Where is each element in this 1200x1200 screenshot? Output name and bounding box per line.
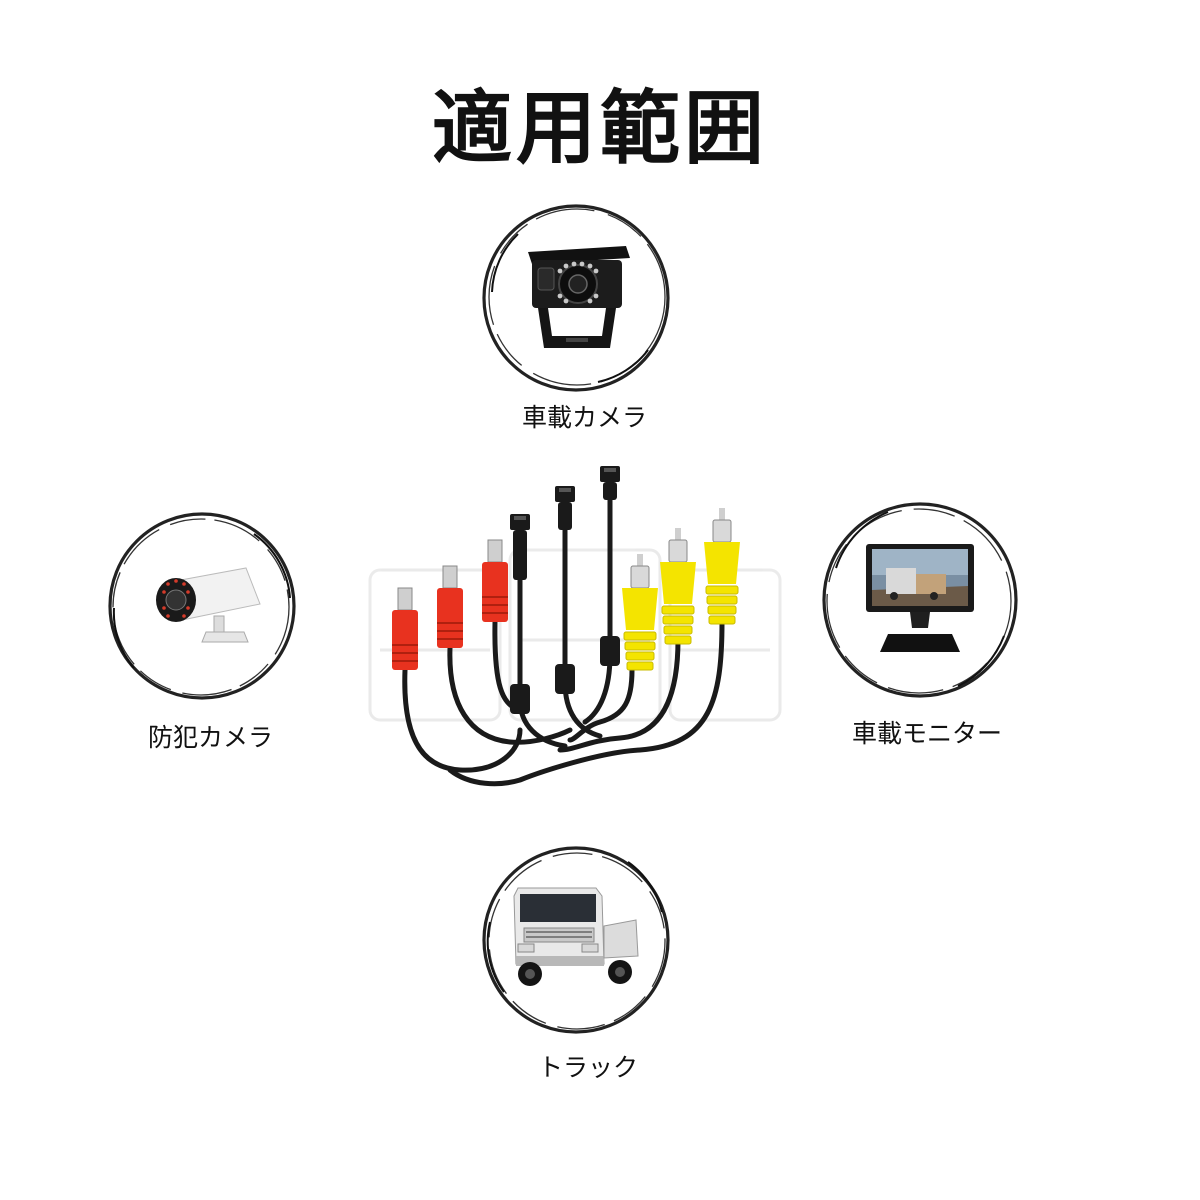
card-vehicle-monitor: [818, 498, 1022, 702]
brush-ring: [108, 512, 296, 700]
card-truck: [478, 842, 674, 1038]
splitter-cable-image: [368, 466, 782, 787]
card-security-camera: [104, 508, 300, 704]
dc-black-connector: [600, 466, 620, 500]
security-camera-icon: [156, 567, 261, 643]
label-security-camera: 防犯カメラ: [148, 723, 274, 752]
truck-icon: [513, 887, 639, 986]
ferrite-beads: [510, 636, 620, 714]
dc-black-connectors: [510, 466, 620, 580]
brush-ring: [482, 846, 670, 1034]
rca-yellow-connector: [660, 528, 696, 645]
dc-red-connectors: [392, 539, 508, 670]
dc-red-connector: [482, 539, 508, 622]
label-vehicle-camera: 車載カメラ: [522, 403, 648, 432]
rca-yellow-connector: [622, 554, 658, 671]
label-truck: トラック: [538, 1053, 639, 1082]
dc-red-connector: [437, 565, 463, 648]
dc-black-connector: [555, 486, 575, 530]
page-title: 適用範囲: [432, 81, 768, 175]
brush-ring: [822, 502, 1018, 698]
vehicle-monitor-icon: [866, 544, 974, 652]
background-truck-silhouette: [368, 548, 782, 722]
card-vehicle-camera: [478, 200, 674, 396]
brush-ring: [482, 204, 670, 392]
label-vehicle-monitor: 車載モニター: [852, 719, 1003, 748]
dc-red-connector: [392, 587, 418, 670]
rca-yellow-connector: [704, 508, 740, 625]
dc-black-connector: [510, 514, 530, 580]
vehicle-camera-icon: [528, 246, 630, 348]
rca-yellow-connectors: [622, 508, 740, 671]
